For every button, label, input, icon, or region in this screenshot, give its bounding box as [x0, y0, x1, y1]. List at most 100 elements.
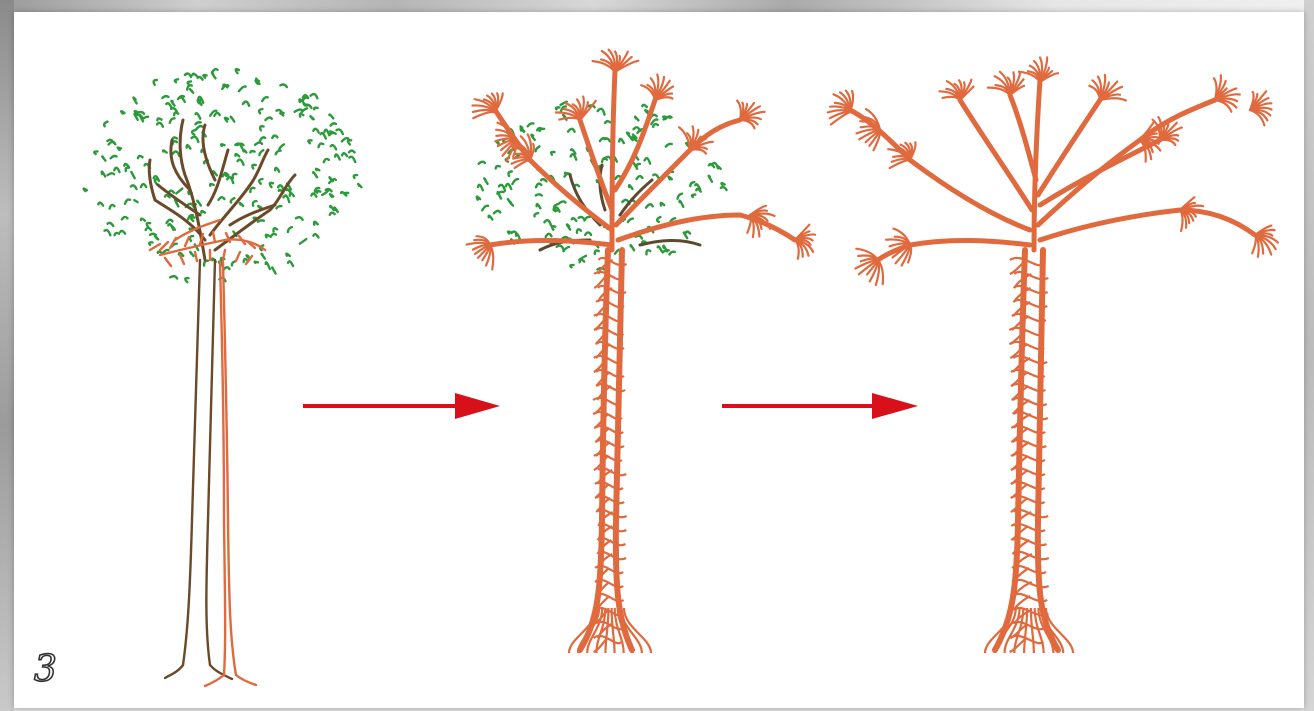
leaf-stroke: [528, 123, 534, 126]
leaf-stroke: [580, 260, 585, 262]
leaf-stroke: [497, 192, 503, 194]
leaf-stroke: [231, 117, 235, 122]
leaf-stroke: [260, 126, 263, 130]
vine-leaf-tuft: [1252, 235, 1256, 253]
leaf-stroke: [552, 226, 555, 230]
leaf-stroke: [196, 126, 202, 129]
leaf-stroke: [190, 236, 193, 241]
leaf-stroke: [188, 81, 191, 85]
vine-mesh-stroke: [1031, 608, 1034, 653]
leaf-stroke: [203, 75, 206, 78]
leaf-stroke: [258, 206, 261, 208]
leaf-stroke: [190, 89, 193, 92]
leaf-stroke: [637, 164, 640, 169]
leaf-stroke: [111, 156, 117, 158]
leaf-stroke: [134, 200, 137, 202]
leaf-stroke: [657, 217, 660, 222]
leaf-stroke: [316, 169, 319, 171]
leaf-stroke: [337, 129, 343, 134]
leaf-stroke: [259, 109, 262, 113]
vine-leaf-tuft: [1160, 140, 1175, 145]
leaf-stroke: [311, 94, 318, 98]
leaf-stroke: [577, 229, 581, 232]
leaf-stroke: [585, 232, 591, 235]
leaf-stroke: [141, 219, 145, 221]
leaf-stroke: [559, 201, 566, 203]
scanned-page-edge-left: [0, 0, 14, 711]
leaf-stroke: [304, 103, 307, 106]
leaf-stroke: [565, 173, 568, 175]
leaf-stroke: [192, 130, 195, 135]
leaf-stroke: [185, 278, 188, 282]
leaf-stroke: [131, 185, 137, 189]
leaf-stroke: [521, 128, 524, 131]
leaf-stroke: [637, 176, 643, 179]
leaf-stroke: [118, 147, 121, 149]
tree-succession-illustration: [14, 12, 1304, 708]
leaf-stroke: [250, 151, 254, 152]
leaf-stroke: [342, 153, 347, 156]
leaf-stroke: [579, 217, 585, 220]
leaf-stroke: [541, 179, 546, 181]
leaf-stroke: [568, 129, 575, 132]
scanned-page-edge-right: [1304, 0, 1314, 711]
leaf-stroke: [319, 144, 324, 148]
leaf-stroke: [496, 166, 500, 168]
leaf-stroke: [571, 154, 577, 159]
leaf-stroke: [642, 105, 647, 107]
leaf-stroke: [253, 201, 257, 206]
vine-leaf-tuft: [1180, 210, 1183, 231]
leaf-stroke: [219, 197, 225, 199]
leaf-stroke: [627, 133, 630, 137]
leaf-stroke: [295, 110, 302, 112]
leaf-stroke: [258, 220, 264, 221]
leaf-stroke: [252, 165, 255, 169]
leaf-stroke: [196, 113, 201, 119]
leaf-stroke: [721, 187, 727, 190]
leaf-stroke: [302, 108, 307, 112]
leaf-stroke: [250, 188, 254, 192]
leaf-stroke: [172, 226, 175, 230]
leaf-stroke: [314, 108, 318, 110]
leaf-stroke: [317, 191, 320, 193]
leaf-stroke: [499, 185, 505, 191]
leaf-stroke: [158, 252, 162, 253]
leaf-stroke: [598, 109, 605, 115]
leaf-stroke: [531, 135, 534, 140]
leaf-stroke: [236, 69, 239, 73]
leaf-stroke: [303, 97, 308, 101]
leaf-stroke: [567, 225, 570, 230]
leaf-stroke: [279, 144, 284, 149]
leaf-stroke: [721, 183, 724, 185]
leaf-stroke: [563, 247, 569, 251]
leaf-stroke: [661, 203, 664, 206]
stage-2-vine-branches: [490, 70, 795, 250]
leaf-stroke: [210, 184, 214, 186]
leaf-stroke: [214, 113, 219, 116]
leaf-stroke: [231, 198, 235, 202]
leaf-stroke: [536, 194, 542, 195]
leaf-stroke: [349, 157, 355, 162]
leaf-stroke: [310, 116, 313, 119]
leaf-stroke: [690, 182, 694, 186]
leaf-stroke: [265, 117, 271, 120]
vine-leaf-tuft: [467, 243, 490, 245]
leaf-stroke: [669, 177, 672, 180]
stage-3-tree: [828, 57, 1278, 653]
leaf-stroke: [225, 118, 228, 122]
leaf-stroke: [680, 201, 684, 207]
leaf-stroke: [180, 97, 185, 102]
leaf-stroke: [508, 171, 511, 176]
leaf-stroke: [259, 150, 263, 155]
leaf-stroke: [536, 184, 541, 188]
leaf-stroke: [157, 118, 161, 120]
leaf-stroke: [120, 231, 125, 234]
leaf-stroke: [666, 144, 672, 147]
leaf-stroke: [634, 127, 640, 131]
leaf-stroke: [256, 80, 259, 84]
stage-3-vine-mesh: [985, 258, 1073, 653]
leaf-stroke: [629, 185, 633, 189]
leaf-stroke: [238, 160, 244, 165]
leaf-stroke: [197, 201, 201, 206]
leaf-stroke: [324, 159, 329, 162]
